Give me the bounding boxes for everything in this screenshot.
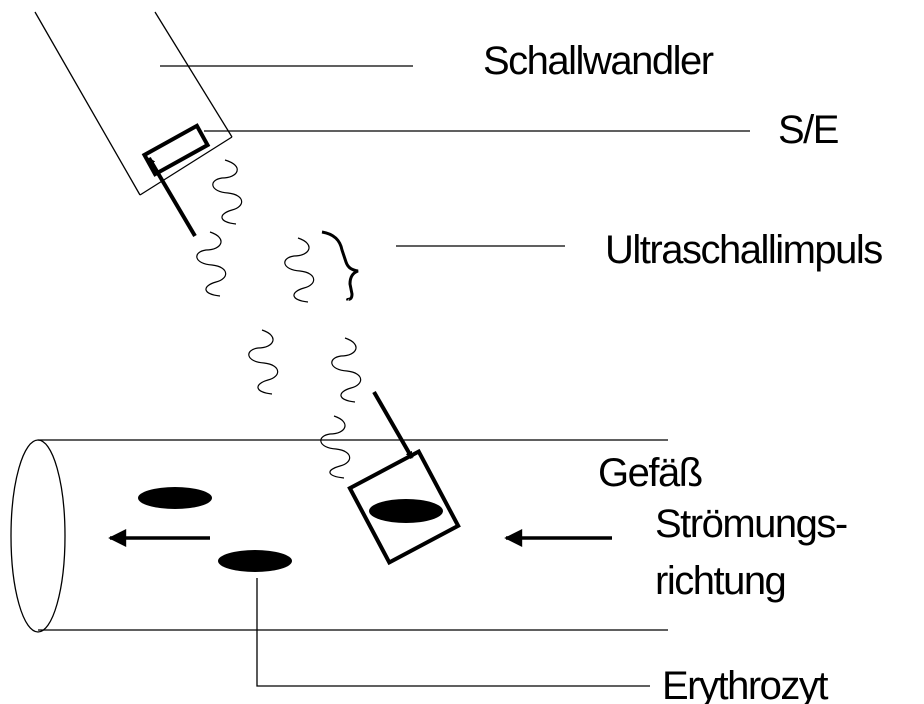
probe-right-edge <box>154 11 233 138</box>
wave-2 <box>196 231 227 297</box>
wave-5 <box>331 337 362 403</box>
reflection-box <box>347 448 461 566</box>
erythrocyte-2 <box>218 550 292 572</box>
label-vessel: Gefäß <box>598 451 702 495</box>
leader-line-erythrocyte <box>256 578 650 687</box>
blood-vessel <box>10 439 668 633</box>
echo-return-arrow <box>147 156 197 238</box>
transducer-probe <box>34 11 233 196</box>
ultrasound-waves <box>196 159 362 479</box>
wave-1 <box>212 159 243 225</box>
erythrocyte-1 <box>138 487 212 509</box>
vessel-opening <box>10 439 66 633</box>
label-ultrasound-pulse: Ultraschallimpuls <box>605 228 882 272</box>
incident-pulse-arrow <box>372 391 414 459</box>
wave-6 <box>320 415 351 479</box>
label-transducer: Schallwandler <box>483 39 714 83</box>
label-flow-direction-line1: Strömungs- <box>655 502 847 546</box>
label-flow-direction-line2: richtung <box>655 559 785 603</box>
probe-left-edge <box>34 11 141 196</box>
pulse-brace <box>321 230 359 302</box>
erythrocyte-3 <box>369 499 443 523</box>
wave-3 <box>284 237 315 303</box>
wave-4 <box>248 329 279 395</box>
label-erythrocyte: Erythrozyt <box>662 664 828 704</box>
probe-tip-edge <box>139 136 233 196</box>
label-sender-receiver: S/E <box>778 108 838 152</box>
